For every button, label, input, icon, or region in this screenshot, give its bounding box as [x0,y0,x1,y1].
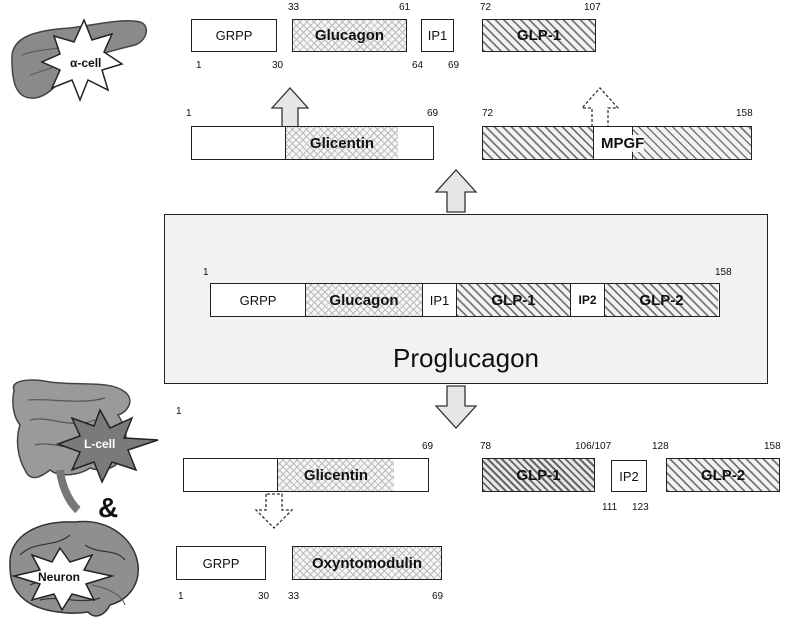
lcell-glicentin-box: Glicentin [183,458,429,492]
num-oxyntomodulin-end: 69 [432,591,444,602]
seg-ip2-label: IP2 [578,293,597,307]
num-lcell-glp1-end: 106/107 [575,441,612,452]
num-glucagon-start: 33 [288,2,300,13]
proglucagon-seg-glucagon: Glucagon [306,284,423,316]
processing-arrow-up-mpgf-dashed [580,87,620,128]
lcell-glicentin-core: Glicentin [277,459,394,491]
num-glicentin-alpha-start: 1 [186,108,192,119]
num-glp1-end: 107 [584,2,601,13]
alpha-glicentin-label: Glicentin [309,134,375,152]
proglucagon-title: Proglucagon [393,343,539,373]
alpha-ip1-box: IP1 [421,19,454,52]
proglucagon-seg-glp2: GLP-2 [605,284,718,316]
proglucagon-end-num: 158 [715,267,732,278]
num-lcell-glp2-start: 128 [652,441,669,452]
l-cell-label: L-cell [84,437,116,451]
alpha-glp1-label: GLP-1 [516,27,562,44]
alpha-glicentin-core: Glicentin [285,127,398,159]
num-lcell-ip2-start: 111 [602,502,618,513]
neuron-label: Neuron [38,570,80,584]
num-mpgf-end: 158 [736,108,753,119]
lcell-grpp-box: GRPP [176,546,266,580]
num-mpgf-start: 72 [482,108,494,119]
oxyntomodulin-label: Oxyntomodulin [312,554,422,572]
alpha-cell-starburst [40,18,124,103]
proglucagon-bar: GRPP Glucagon IP1 GLP-1 IP2 GLP-2 [210,283,720,317]
num-lcell-glicentin-start: 1 [176,406,182,417]
lcell-glp2-box: GLP-2 [666,458,780,492]
num-grpp-start: 1 [196,60,202,71]
processing-arrow-up-main [434,169,478,213]
lcell-ip2-label: IP2 [619,468,639,484]
lcell-glicentin-label: Glicentin [303,466,369,484]
num-oxyntomodulin-start: 33 [288,591,300,602]
alpha-glicentin-box: Glicentin [191,126,434,160]
mpgf-label: MPGF [601,135,645,152]
lcell-glp2-label: GLP-2 [700,466,746,484]
processing-arrow-up-glicentin [270,87,310,128]
l-cell-starburst [55,408,159,484]
num-ip1-start: 64 [412,60,424,71]
seg-glucagon-label: Glucagon [329,291,399,309]
num-ip1-end: 69 [448,60,460,71]
lcell-grpp-label: GRPP [202,555,240,571]
lcell-glp1-box: GLP-1 [482,458,595,492]
num-glicentin-alpha-end: 69 [427,108,439,119]
oxyntomodulin-box: Oxyntomodulin [292,546,442,580]
alpha-grpp-label: GRPP [215,28,253,43]
proglucagon-start-num: 1 [203,267,209,278]
alpha-ip1-label: IP1 [427,28,448,43]
alpha-cell-label: α-cell [70,56,102,70]
seg-ip1-label: IP1 [429,292,450,308]
num-lcell-glicentin-end: 69 [422,441,434,452]
proglucagon-seg-ip2: IP2 [571,284,605,316]
proglucagon-seg-glp1: GLP-1 [457,284,571,316]
alpha-glucagon-box: Glucagon [292,19,407,52]
processing-arrow-down-glicentin-dashed [254,493,294,529]
num-grpp-end: 30 [272,60,284,71]
seg-glp2-label: GLP-2 [639,291,684,309]
num-glp1-start: 72 [480,2,492,13]
ampersand: & [98,492,119,523]
lcell-glp1-label: GLP-1 [516,466,561,484]
alpha-grpp-box: GRPP [191,19,277,52]
lcell-ip2-box: IP2 [611,460,647,492]
proglucagon-seg-grpp: GRPP [211,284,306,316]
num-lcell-grpp-start: 1 [178,591,184,602]
alpha-glp1-box: GLP-1 [482,19,596,52]
mpgf-box: MPGF [482,126,752,160]
num-lcell-glp2-end: 158 [764,441,781,452]
alpha-glucagon-label: Glucagon [314,27,385,44]
num-lcell-grpp-end: 30 [258,591,270,602]
neuron-starburst [11,546,115,612]
num-lcell-ip2-end: 123 [632,502,649,513]
proglucagon-panel: 1 158 GRPP Glucagon IP1 GLP-1 IP2 GLP-2 … [164,214,768,384]
proglucagon-seg-ip1: IP1 [423,284,457,316]
seg-glp1-label: GLP-1 [491,291,536,309]
num-glucagon-end: 61 [399,2,411,13]
processing-arrow-down-main [434,385,478,429]
seg-grpp-label: GRPP [239,292,277,308]
num-lcell-glp1-start: 78 [480,441,492,452]
